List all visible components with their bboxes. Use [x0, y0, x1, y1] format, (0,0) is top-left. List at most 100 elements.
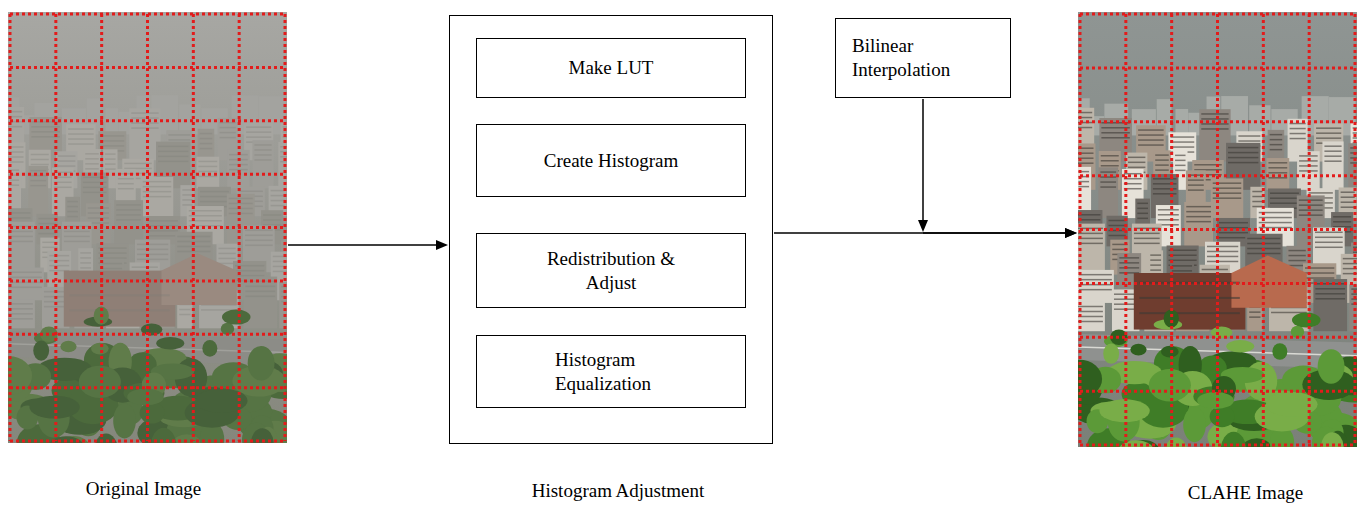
window-row: [1333, 226, 1351, 228]
window-row: [80, 267, 91, 269]
window-row: [88, 217, 109, 219]
arrow-head: [1065, 228, 1077, 238]
window-row: [1252, 206, 1262, 208]
window-row: [1158, 219, 1179, 221]
window-row: [189, 210, 222, 212]
window-row: [1201, 113, 1228, 115]
window-row: [1139, 297, 1239, 299]
window-row: [102, 268, 122, 270]
window-row: [229, 213, 253, 215]
grid-line: [10, 226, 285, 229]
window-row: [1299, 209, 1323, 211]
window-row: [9, 272, 42, 274]
box-label: Create Histogram: [544, 149, 679, 173]
window-row: [1268, 172, 1287, 174]
building: [252, 140, 273, 188]
window-row: [1324, 150, 1341, 152]
window-row: [1213, 192, 1242, 194]
window-row: [1268, 162, 1287, 164]
window-row: [198, 176, 217, 178]
window-row: [30, 185, 46, 187]
building: [114, 200, 143, 244]
window-row: [1108, 220, 1125, 222]
window-row: [1333, 221, 1351, 223]
grid-line: [1080, 282, 1355, 285]
window-row: [1155, 159, 1169, 161]
process-group: Histogram AdjustmentMake LUTCreate Histo…: [449, 15, 773, 444]
window-row: [1100, 171, 1116, 173]
window-row: [1101, 132, 1129, 134]
window-row: [1172, 270, 1192, 272]
building: [1184, 202, 1213, 246]
window-row: [30, 170, 46, 172]
window-row: [1128, 157, 1145, 159]
window-row: [83, 187, 107, 189]
grid-line: [1080, 13, 1355, 16]
window-row: [158, 161, 188, 163]
tile-grid: [1080, 14, 1355, 445]
window-row: [1170, 141, 1194, 143]
connector-line: [922, 99, 924, 223]
window-row: [9, 277, 42, 279]
building: [1078, 302, 1105, 331]
window-row: [1188, 189, 1204, 191]
window-row: [105, 153, 115, 155]
connector-line: [923, 232, 1068, 234]
window-row: [1351, 293, 1357, 295]
window-row: [200, 133, 213, 135]
window-row: [143, 191, 172, 193]
window-row: [49, 255, 69, 257]
window-row: [1343, 263, 1357, 265]
window-row: [1158, 214, 1179, 216]
window-row: [200, 191, 229, 193]
window-row: [182, 189, 192, 191]
window-row: [1155, 164, 1169, 166]
window-row: [1252, 201, 1262, 203]
window-row: [80, 257, 91, 259]
window-row: [85, 158, 99, 160]
window-row: [1201, 123, 1228, 125]
window-row: [1119, 267, 1139, 269]
window-row: [1078, 311, 1103, 313]
window-row: [131, 117, 158, 119]
window-row: [246, 131, 271, 133]
flow-arrow: [774, 228, 1077, 238]
window-row: [1175, 165, 1185, 167]
window-row: [239, 191, 263, 193]
window-row: [158, 156, 188, 158]
window-row: [280, 156, 287, 158]
window-row: [30, 180, 46, 182]
box-label: Histogram Equalization: [555, 348, 675, 396]
window-row: [200, 148, 213, 150]
window-row: [246, 126, 271, 128]
window-row: [68, 128, 94, 130]
window-row: [137, 249, 168, 251]
window-row: [245, 286, 275, 288]
window-row: [149, 220, 178, 222]
window-row: [64, 231, 90, 233]
window-row: [198, 166, 217, 168]
grid-line: [1080, 444, 1355, 447]
window-row: [271, 200, 285, 202]
window-row: [143, 186, 172, 188]
window-row: [246, 136, 271, 138]
window-row: [9, 287, 42, 289]
window-row: [58, 160, 75, 162]
window-row: [1315, 298, 1345, 300]
window-row: [1201, 128, 1228, 130]
window-row: [102, 263, 122, 265]
building: [1266, 158, 1289, 190]
window-row: [1202, 269, 1228, 271]
window-row: [229, 198, 253, 200]
window-row: [85, 153, 99, 155]
window-row: [1172, 265, 1192, 267]
window-row: [1186, 221, 1211, 223]
window-row: [200, 138, 213, 140]
window-row: [105, 168, 115, 170]
window-row: [1207, 261, 1238, 263]
tree-canopy: [156, 337, 184, 349]
window-row: [1341, 201, 1355, 203]
original-image: Original Image: [8, 12, 287, 443]
brick-building: [1134, 273, 1246, 330]
